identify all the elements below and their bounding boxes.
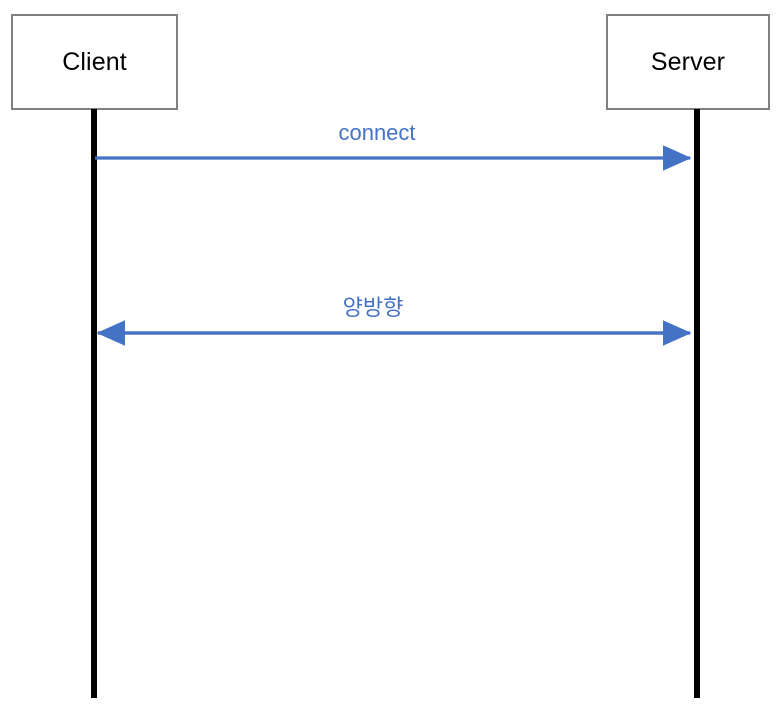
lifeline-server <box>694 109 700 698</box>
message-label-connect: connect <box>338 120 416 145</box>
message-connect: connect <box>0 120 783 171</box>
message-arrow-bidirectional[interactable] <box>0 295 783 346</box>
participant-label-server: Server <box>650 47 726 76</box>
message-label-bidirectional: 양방향 <box>342 295 404 320</box>
message-arrow-connect[interactable] <box>0 120 783 171</box>
lifeline-client <box>91 109 97 698</box>
participant-box-client[interactable]: Client <box>11 14 178 110</box>
participant-label-client: Client <box>62 47 127 76</box>
participant-box-server[interactable]: Server <box>606 14 770 110</box>
message-bidirectional: 양방향 <box>0 295 783 346</box>
